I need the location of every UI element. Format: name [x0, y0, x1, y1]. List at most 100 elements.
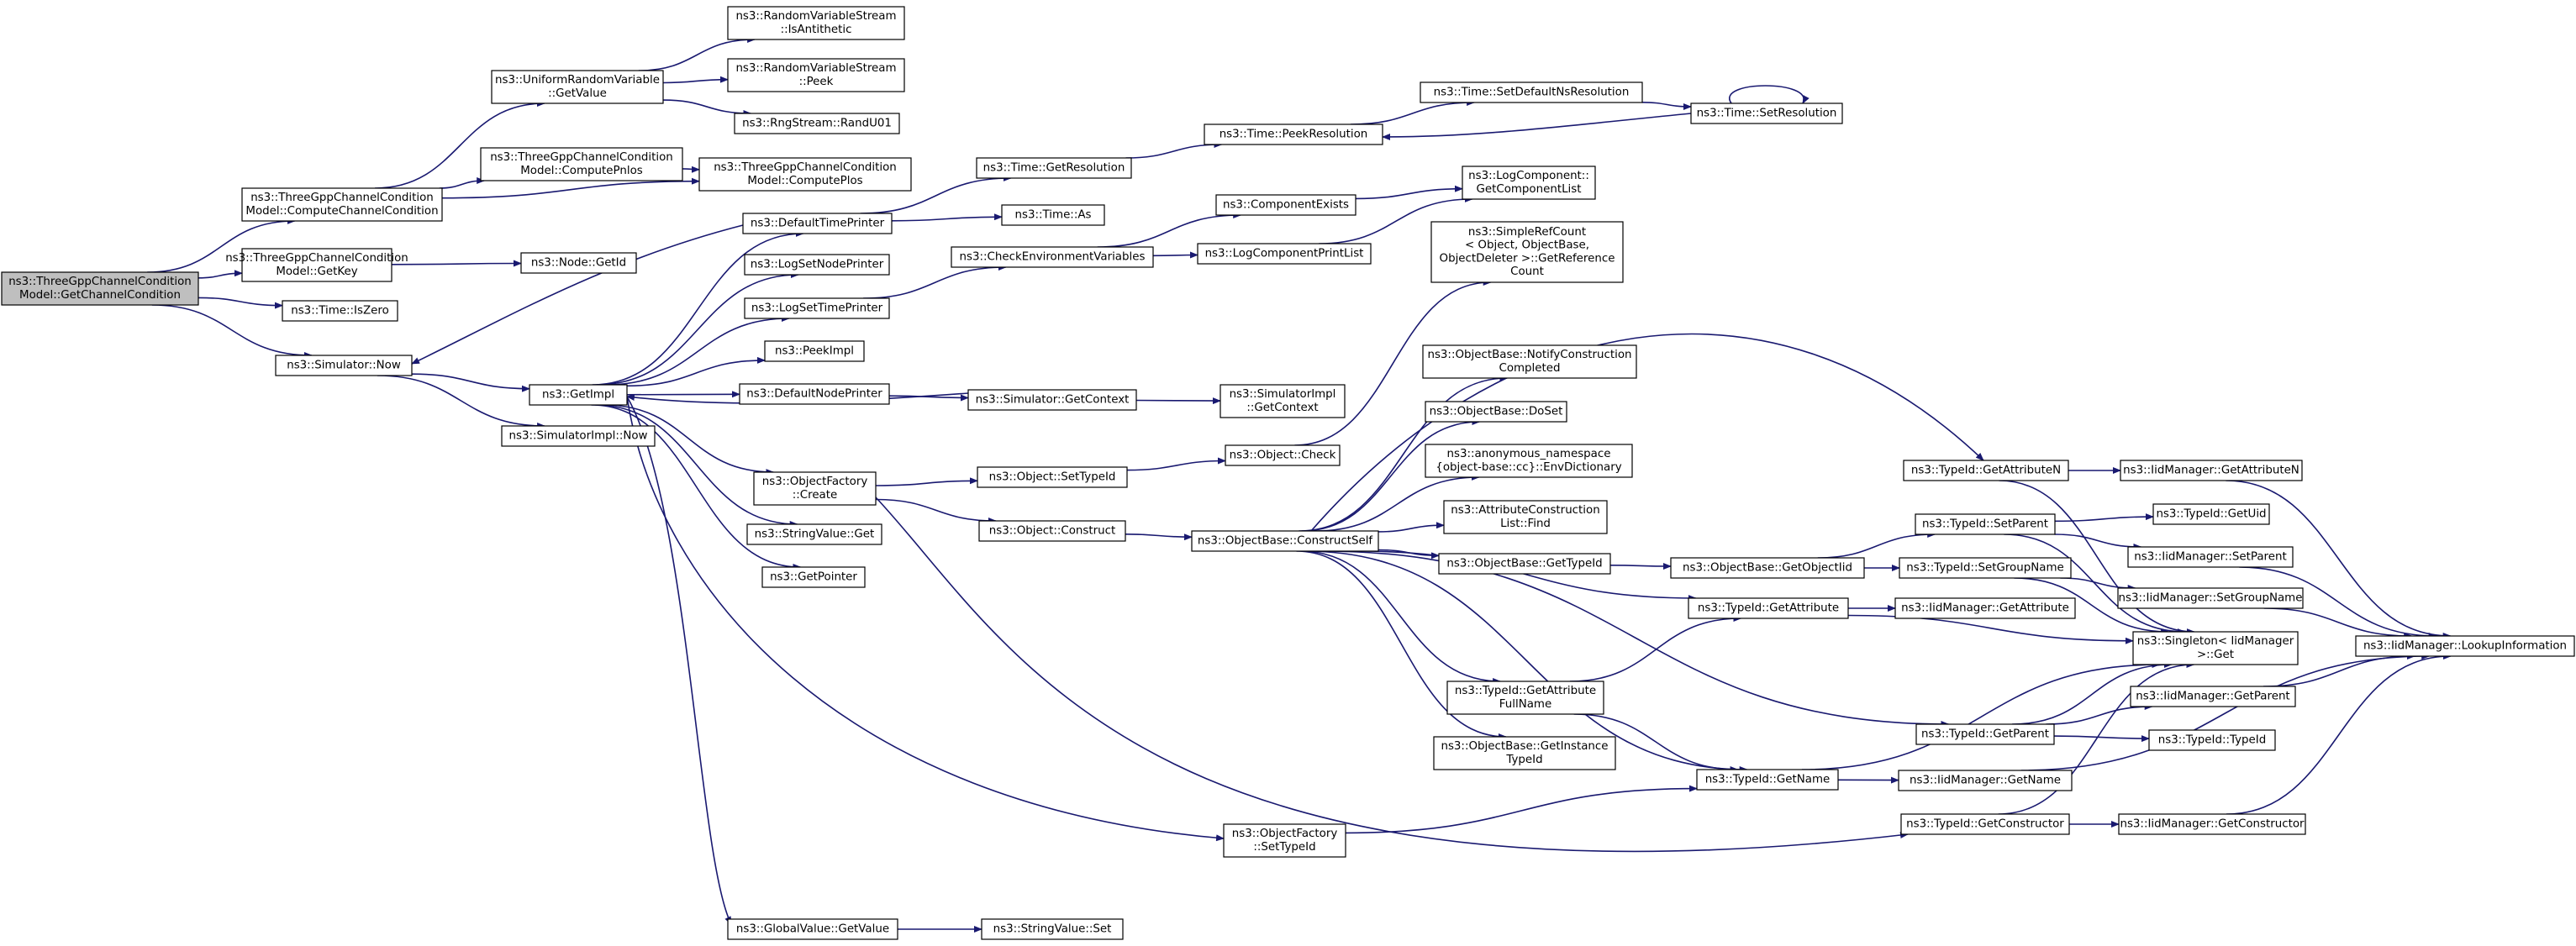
- function-node-logsetnodeprinter[interactable]: ns3::LogSetNodePrinter: [744, 254, 890, 276]
- function-node-iidmgrgetconstructor[interactable]: ns3::IidManager::GetConstructor: [2118, 813, 2306, 835]
- function-node-iszero[interactable]: ns3::Time::IsZero: [282, 300, 398, 322]
- function-node-label: TypeId: [1505, 754, 1542, 766]
- function-node-tidgetattr[interactable]: ns3::TypeId::GetAttribute: [1688, 597, 1849, 619]
- function-node-randu01[interactable]: ns3::RngStream::RandU01: [734, 113, 900, 134]
- call-edge-line: [147, 218, 296, 273]
- function-node-notifyconstruct[interactable]: ns3::ObjectBase::NotifyConstructionCompl…: [1422, 344, 1637, 379]
- function-node-nodegetid[interactable]: ns3::Node::GetId: [520, 252, 637, 274]
- function-node-tidtypeid[interactable]: ns3::TypeId::TypeId: [2148, 729, 2276, 751]
- function-node-simnow[interactable]: ns3::Simulator::Now: [275, 355, 413, 376]
- function-node-tidsetparent[interactable]: ns3::TypeId::SetParent: [1915, 513, 2056, 535]
- function-node-getimpl[interactable]: ns3::GetImpl: [529, 384, 628, 406]
- function-node-tidgetconstructor[interactable]: ns3::TypeId::GetConstructor: [1900, 813, 2070, 835]
- function-node-objsettypeid[interactable]: ns3::Object::SetTypeId: [977, 466, 1128, 488]
- function-node-tidsetgroupname[interactable]: ns3::TypeId::SetGroupName: [1899, 557, 2072, 579]
- function-node-label: ns3::Time::PeekResolution: [1220, 129, 1368, 141]
- function-node-tidgetuid[interactable]: ns3::TypeId::GetUid: [2152, 503, 2270, 525]
- function-node-iidmgrgetattrn[interactable]: ns3::IidManager::GetAttributeN: [2120, 460, 2303, 481]
- call-edge-ofcreate-to-objconstruct: [875, 498, 997, 524]
- function-node-tidgetparent[interactable]: ns3::TypeId::GetParent: [1915, 723, 2055, 745]
- call-edge-line: [1569, 615, 1742, 682]
- function-node-simplerefcount[interactable]: ns3::SimpleRefCount< Object, ObjectBase,…: [1430, 221, 1624, 283]
- call-edge-peekres-to-setdefnsres: [1350, 99, 1476, 125]
- function-node-box: [241, 187, 443, 222]
- function-node-iidmgrgetparent[interactable]: ns3::IidManager::GetParent: [2130, 686, 2296, 707]
- function-node-timegetres[interactable]: ns3::Time::GetResolution: [976, 157, 1132, 179]
- call-edges: [147, 36, 2452, 933]
- function-node-getkey[interactable]: ns3::ThreeGppChannelConditionModel::GetK…: [225, 248, 408, 282]
- function-node-box: [1915, 513, 2056, 535]
- function-node-root[interactable]: ns3::ThreeGppChannelConditionModel::GetC…: [1, 271, 199, 306]
- call-edge-line: [2239, 566, 2437, 639]
- function-node-singletonget[interactable]: ns3::Singleton< IidManager>::Get: [2132, 631, 2299, 665]
- call-edge-getkey-to-nodegetid: [391, 260, 522, 267]
- call-edge-ofcreate-to-tidgetconstructor: [875, 497, 1909, 853]
- function-node-obconstructself[interactable]: ns3::ObjectBase::ConstructSelf: [1191, 530, 1379, 552]
- call-edge-obgetobjtid-to-tidsetparent: [1817, 531, 1936, 559]
- call-edge-line: [1999, 480, 2195, 635]
- function-node-label: ::Peek: [799, 76, 834, 88]
- function-node-tidgetname[interactable]: ns3::TypeId::GetName: [1696, 769, 1839, 791]
- function-node-gvgetvalue[interactable]: ns3::GlobalValue::GetValue: [727, 918, 898, 940]
- function-node-label: ns3::StringValue::Get: [755, 528, 875, 541]
- function-node-plos[interactable]: ns3::ThreeGppChannelConditionModel::Comp…: [698, 157, 912, 192]
- function-node-label: Model::ComputePnlos: [520, 165, 643, 177]
- function-node-box: [2130, 686, 2296, 707]
- function-node-peek[interactable]: ns3::RandomVariableStream::Peek: [727, 58, 905, 92]
- call-edge-line: [198, 270, 243, 279]
- function-node-ofcreate[interactable]: ns3::ObjectFactory::Create: [753, 471, 877, 506]
- function-node-strvalget[interactable]: ns3::StringValue::Get: [746, 523, 882, 545]
- function-node-peekres[interactable]: ns3::Time::PeekResolution: [1204, 124, 1383, 145]
- function-node-ofsettypeid[interactable]: ns3::ObjectFactory::SetTypeId: [1223, 823, 1346, 858]
- function-node-logcompprintlist[interactable]: ns3::LogComponentPrintList: [1197, 243, 1372, 265]
- function-node-box: [1225, 444, 1341, 466]
- function-node-iidmgrgetattr[interactable]: ns3::IidManager::GetAttribute: [1894, 597, 2076, 619]
- function-node-simimplgetcontext[interactable]: ns3::SimulatorImpl::GetContext: [1220, 384, 1346, 418]
- call-edge-tidsetparent-to-tidgetuid: [2054, 513, 2154, 523]
- function-node-peekimpl[interactable]: ns3::PeekImpl: [764, 340, 865, 362]
- function-node-label: ns3::ThreeGppChannelCondition: [225, 252, 408, 265]
- function-node-logsettimeprinter[interactable]: ns3::LogSetTimePrinter: [744, 297, 890, 319]
- function-node-ccc[interactable]: ns3::ThreeGppChannelConditionModel::Comp…: [241, 187, 443, 222]
- function-node-simimplnow[interactable]: ns3::SimulatorImpl::Now: [501, 425, 656, 447]
- function-node-label: ns3::Object::SetTypeId: [989, 471, 1116, 484]
- function-node-isanti[interactable]: ns3::RandomVariableStream::IsAntithetic: [727, 6, 905, 40]
- function-node-tidgetattrn[interactable]: ns3::TypeId::GetAttributeN: [1903, 460, 2069, 481]
- function-node-checkenv[interactable]: ns3::CheckEnvironmentVariables: [951, 246, 1154, 268]
- function-node-iidmgrlookup[interactable]: ns3::IidManager::LookupInformation: [2355, 635, 2575, 657]
- function-node-deftimeprinter[interactable]: ns3::DefaultTimePrinter: [742, 213, 893, 234]
- function-node-box: [1197, 243, 1372, 265]
- call-edge-line: [1817, 531, 1936, 559]
- function-node-pnlos[interactable]: ns3::ThreeGppChannelConditionModel::Comp…: [480, 147, 683, 181]
- function-node-setres[interactable]: ns3::Time::SetResolution: [1690, 102, 1843, 124]
- function-node-logcompgetlist[interactable]: ns3::LogComponent::GetComponentList: [1462, 166, 1596, 200]
- function-node-setdefnsres[interactable]: ns3::Time::SetDefaultNsResolution: [1420, 81, 1643, 103]
- function-node-defnodeprinter[interactable]: ns3::DefaultNodePrinter: [739, 383, 890, 405]
- function-node-urvgetvalue[interactable]: ns3::UniformRandomVariable::GetValue: [491, 70, 664, 104]
- function-node-iidmgrsetparent[interactable]: ns3::IidManager::SetParent: [2127, 546, 2294, 568]
- function-node-obdoset[interactable]: ns3::ObjectBase::DoSet: [1425, 401, 1567, 423]
- function-node-box: [727, 918, 898, 940]
- function-node-compexists[interactable]: ns3::ComponentExists: [1215, 194, 1356, 216]
- call-edge-compexists-to-logcompgetlist: [1355, 185, 1463, 200]
- function-node-envdict[interactable]: ns3::anonymous_namespace{object-base::cc…: [1425, 444, 1633, 478]
- function-node-label: ns3::SimpleRefCount: [1468, 226, 1586, 239]
- function-node-iidmgrgetname[interactable]: ns3::IidManager::GetName: [1898, 770, 2073, 791]
- call-edge-tidgetattrfullname-to-tidgetattr: [1569, 615, 1742, 682]
- function-node-timeas[interactable]: ns3::Time::As: [1001, 204, 1105, 226]
- call-edge-line: [1998, 661, 2195, 815]
- function-node-box: [746, 523, 882, 545]
- function-node-objcheck[interactable]: ns3::Object::Check: [1225, 444, 1341, 466]
- function-node-objconstruct[interactable]: ns3::Object::Construct: [978, 520, 1126, 542]
- function-node-strvalset[interactable]: ns3::StringValue::Set: [981, 918, 1124, 940]
- function-node-getpointer[interactable]: ns3::GetPointer: [761, 566, 866, 588]
- function-node-iidmgrsetgroupname[interactable]: ns3::IidManager::SetGroupName: [2117, 587, 2304, 609]
- call-edge-line: [2012, 661, 2173, 725]
- function-node-obgettypeid[interactable]: ns3::ObjectBase::GetTypeId: [1438, 553, 1611, 575]
- function-node-obgetobjtid[interactable]: ns3::ObjectBase::GetObjectIid: [1670, 557, 1865, 579]
- function-node-simgetcontext[interactable]: ns3::Simulator::GetContext: [967, 389, 1137, 411]
- call-edge-line: [1345, 785, 1698, 834]
